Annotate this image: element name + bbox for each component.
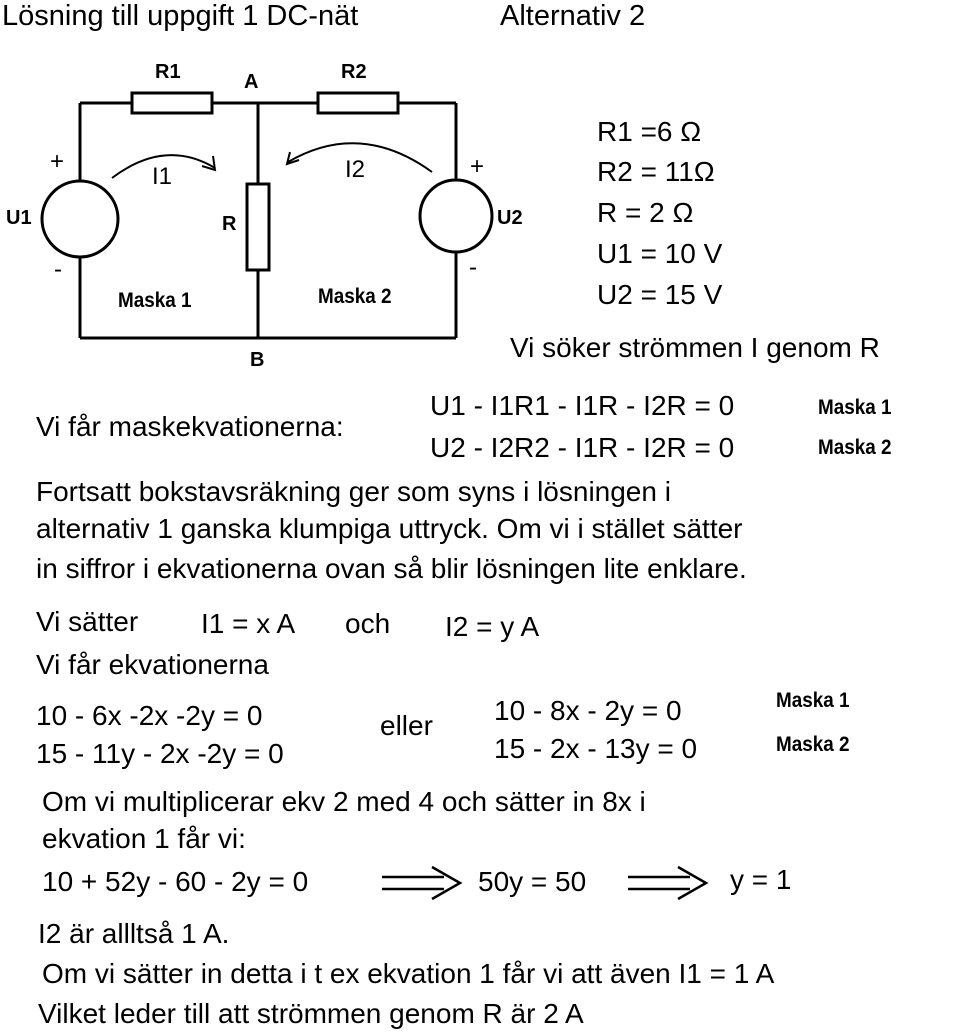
mesh-equation-2: U2 - I2R2 - I1R - I2R = 0: [430, 432, 735, 463]
label-r2: R2: [341, 61, 367, 83]
label-mesh-2: Maska 2: [318, 285, 392, 308]
page-title: Lösning till uppgift 1 DC-nät: [2, 0, 359, 32]
label-node-a: A: [244, 71, 259, 93]
question-text: Vi söker strömmen I genom R: [510, 332, 880, 363]
mesh-equation-1: U1 - I1R1 - I1R - I2R = 0: [430, 390, 735, 421]
label-u1: U1: [6, 207, 32, 229]
label-r1: R1: [155, 61, 181, 83]
plus-sign-right: +: [470, 153, 485, 180]
paragraph-line-3: in siffror i ekvationerna ovan så blir l…: [36, 553, 747, 584]
label-node-b: B: [250, 349, 265, 371]
circuit-diagram: [40, 91, 494, 340]
label-i2: I2: [345, 156, 366, 183]
source-u1: [40, 179, 120, 259]
minus-sign-right: -: [469, 254, 477, 281]
current-i2-arrowhead: [285, 151, 300, 166]
solution-i2-result: I2 är allltså 1 A.: [38, 918, 230, 949]
current-i2-arrow: [287, 142, 433, 173]
current-i1-arrow: [111, 154, 216, 179]
substitution-och: och: [345, 608, 391, 639]
source-u2: [418, 178, 494, 254]
mesh-equations-intro: Vi får maskekvationerna:: [36, 411, 344, 442]
mesh-equation-1-tag: Maska 1: [818, 396, 892, 419]
equation-tag-2: Maska 2: [776, 733, 850, 756]
substitution-lead: Vi sätter: [36, 606, 139, 637]
implies-arrow-1-icon: [382, 865, 463, 901]
implies-arrow-2-icon: [628, 865, 709, 901]
label-r: R: [222, 213, 237, 235]
value-r2: R2 = 11Ω: [597, 156, 715, 187]
resistor-r2: [316, 91, 400, 115]
solution-line-1: Om vi multiplicerar ekv 2 med 4 och sätt…: [42, 786, 646, 817]
plus-sign-left: +: [50, 148, 65, 175]
equation-right-1: 10 - 8x - 2y = 0: [494, 695, 682, 726]
resistor-r: [245, 182, 271, 272]
label-i1: I1: [152, 163, 173, 190]
alternative-label: Alternativ 2: [500, 0, 646, 32]
solution-line-3: Om vi sätter in detta i t ex ekvation 1 …: [42, 958, 775, 989]
equation-left-1: 10 - 6x -2x -2y = 0: [36, 700, 263, 731]
label-u2: U2: [497, 207, 523, 229]
equations-intro: Vi får ekvationerna: [36, 649, 269, 680]
solution-line-2: ekvation 1 får vi:: [42, 823, 246, 854]
value-u1: U1 = 10 V: [597, 238, 723, 269]
solution-step-3: y = 1: [730, 864, 792, 895]
paragraph-line-2: alternativ 1 ganska klumpiga uttryck. Om…: [36, 513, 743, 544]
current-i1-arrowhead: [201, 155, 217, 172]
resistor-r1: [130, 91, 214, 115]
label-mesh-1: Maska 1: [118, 289, 192, 312]
substitution-i2: I2 = y A: [445, 611, 540, 642]
solution-line-4: Vilket leder till att strömmen genom R ä…: [38, 998, 584, 1029]
equation-left-2: 15 - 11y - 2x -2y = 0: [36, 738, 284, 769]
equation-or: eller: [380, 710, 433, 741]
minus-sign-left: -: [54, 256, 62, 283]
value-u2: U2 = 15 V: [597, 279, 723, 310]
mesh-equation-2-tag: Maska 2: [818, 436, 892, 459]
equation-right-2: 15 - 2x - 13y = 0: [494, 733, 698, 764]
paragraph-line-1: Fortsatt bokstavsräkning ger som syns i …: [36, 476, 671, 507]
equation-tag-1: Maska 1: [776, 689, 850, 712]
solution-step-1: 10 + 52y - 60 - 2y = 0: [42, 866, 309, 897]
substitution-i1: I1 = x A: [201, 608, 296, 639]
solution-step-2: 50y = 50: [478, 866, 587, 897]
value-r1: R1 =6 Ω: [597, 116, 702, 147]
value-r: R = 2 Ω: [597, 197, 694, 228]
